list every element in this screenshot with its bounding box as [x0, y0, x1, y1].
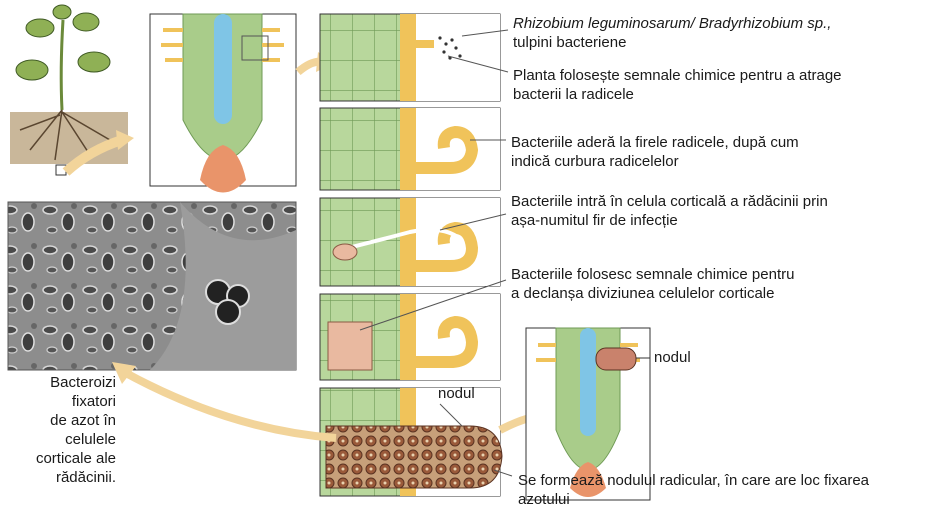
- step-label-line: Se formează nodulul radicular, în care a…: [518, 471, 869, 490]
- step-label-cell-division: Bacteriile folosesc semnale chimice pent…: [511, 265, 794, 303]
- panel-step-5: [320, 388, 502, 496]
- panel-step-2: [320, 108, 500, 190]
- step-label-line: Planta folosește semnale chimice pentru …: [513, 66, 842, 85]
- step-label-infection-thread: Bacteriile intră în celula corticală a r…: [511, 192, 828, 230]
- step-label-line: Bacteriile folosesc semnale chimice pent…: [511, 265, 794, 284]
- nodule-label-panel: nodul: [438, 384, 475, 403]
- step-label-line: așa-numitul fir de infecție: [511, 211, 828, 230]
- caption-line: rădăcinii.: [8, 468, 116, 487]
- step-label-line: Bacteriile intră în celula corticală a r…: [511, 192, 828, 211]
- caption-line: corticale ale: [8, 449, 116, 468]
- step-label-bacteria-strains: Rhizobium leguminosarum/ Bradyrhizobium …: [513, 14, 831, 52]
- caption-line: de azot în: [8, 411, 116, 430]
- step-label-line: indică curbura radicelelor: [511, 152, 799, 171]
- step-label-line: azotului: [518, 490, 869, 509]
- step-label-line: a declanșa diviziunea celulelor cortical…: [511, 284, 794, 303]
- panel-step-1: [320, 14, 500, 101]
- panel-step-3: [320, 198, 500, 286]
- step-label-chemical-attraction: Planta folosește semnale chimice pentru …: [513, 66, 842, 104]
- step-label-line: bacterii la radicele: [513, 85, 842, 104]
- caption-line: Bacteroizi: [8, 373, 116, 392]
- caption-line: celulele: [8, 430, 116, 449]
- step-label-line: Bacteriile aderă la firele radicele, dup…: [511, 133, 799, 152]
- step-label-line: tulpini bacteriene: [513, 33, 831, 52]
- bacteroid-caption: Bacteroizi fixatori de azot în celulele …: [8, 373, 116, 487]
- caption-line: fixatori: [8, 392, 116, 411]
- panel-step-4: [320, 294, 500, 380]
- step-label-adhesion: Bacteriile aderă la firele radicele, dup…: [511, 133, 799, 171]
- step-label-line: Rhizobium leguminosarum/ Bradyrhizobium …: [513, 14, 831, 33]
- step-label-nodule-formation: Se formează nodulul radicular, în care a…: [518, 471, 869, 509]
- nodule-label-root: nodul: [654, 348, 691, 367]
